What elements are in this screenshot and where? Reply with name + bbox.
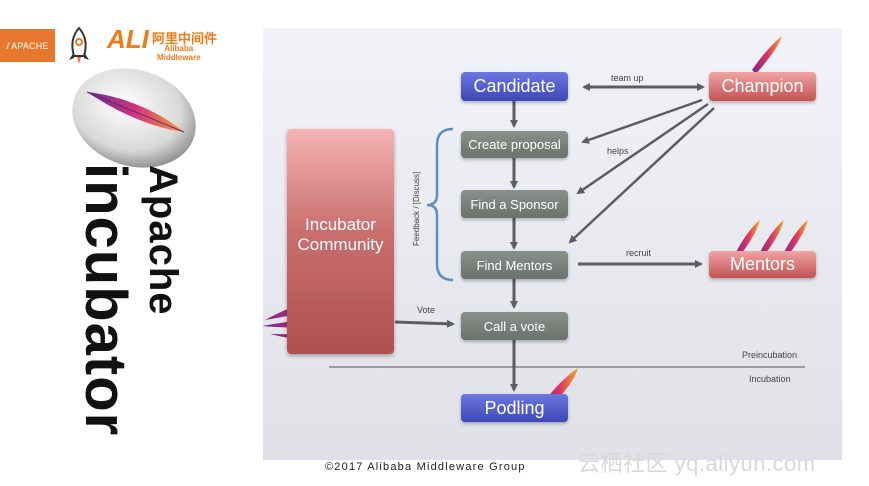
alibaba-middleware-logo: ALI 阿里中间件 Alibaba Middleware xyxy=(107,26,217,66)
apache-logo-text: APACHE xyxy=(11,40,49,51)
apache-logo: / APACHE xyxy=(0,29,55,62)
alibaba-mark: ALI xyxy=(107,24,149,54)
alibaba-en-name: Alibaba Middleware xyxy=(157,44,201,62)
mentors-box: Mentors xyxy=(709,251,816,278)
candidate-box: Candidate xyxy=(461,72,568,101)
arrow-champion-to-mentors xyxy=(568,107,715,244)
label-helps: helps xyxy=(607,146,629,156)
find-sponsor-box: Find a Sponsor xyxy=(461,190,568,218)
arrow-vote xyxy=(394,319,455,328)
copyright-text: ©2017 Alibaba Middleware Group xyxy=(325,461,526,473)
champion-box: Champion xyxy=(709,72,816,101)
rocket-icon xyxy=(69,26,89,64)
label-recruit: recruit xyxy=(626,248,652,258)
incubator-community-box: Incubator Community xyxy=(287,129,394,354)
find-mentors-box: Find Mentors xyxy=(461,251,568,279)
feather-icon: / xyxy=(6,40,10,51)
incubator-egg-logo xyxy=(72,68,196,168)
community-label-line2: Community xyxy=(297,235,384,254)
label-vote: Vote xyxy=(417,305,436,315)
arrow-champion-to-sponsor xyxy=(576,102,709,195)
community-label-line1: Incubator xyxy=(305,215,376,234)
label-team-up: team up xyxy=(611,73,644,83)
alibaba-en-line2: Middleware xyxy=(157,53,201,62)
create-proposal-box: Create proposal xyxy=(461,131,568,158)
arrow-champion-to-proposal xyxy=(581,98,703,144)
label-preincubation: Preincubation xyxy=(742,350,798,360)
alibaba-en-line1: Alibaba xyxy=(164,44,194,53)
podling-box: Podling xyxy=(461,394,568,422)
feedback-bracket xyxy=(426,127,454,282)
label-feedback: Feedback / [Discuss] xyxy=(412,171,421,246)
watermark-text: 云栖社区 yq.aliyun.com xyxy=(578,451,816,476)
mentors-feather-icon xyxy=(734,220,808,258)
call-vote-box: Call a vote xyxy=(461,312,568,340)
alibaba-cn-name: 阿里中间件 xyxy=(152,31,218,46)
label-incubation: Incubation xyxy=(749,374,791,384)
champion-feather-icon xyxy=(752,36,782,74)
